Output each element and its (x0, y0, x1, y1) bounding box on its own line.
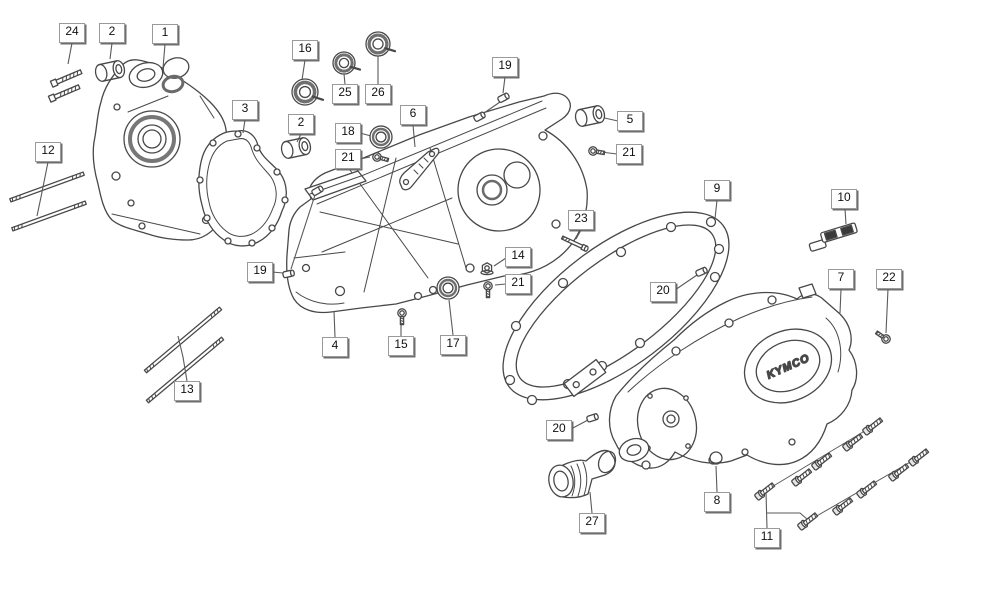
callout-21[interactable]: 21 (335, 149, 361, 169)
small-bolt (588, 146, 606, 156)
cover-screw (832, 497, 854, 516)
part-1-left-crankcase-half (92, 57, 228, 241)
part-10-clip (808, 222, 858, 252)
bushing (574, 105, 606, 127)
callout-16[interactable]: 16 (292, 40, 318, 60)
flange-nut (480, 262, 494, 276)
part-3-crankcase-gasket (196, 130, 289, 247)
bushing (94, 60, 126, 82)
callout-8[interactable]: 8 (704, 492, 730, 512)
cover-screw (791, 468, 813, 487)
callout-9[interactable]: 9 (704, 180, 730, 200)
callout-20[interactable]: 20 (650, 282, 676, 302)
callout-27[interactable]: 27 (579, 513, 605, 533)
cover-screw (754, 482, 776, 501)
cover-screw (842, 433, 864, 452)
callout-5[interactable]: 5 (617, 111, 643, 131)
cover-screw (811, 452, 833, 471)
cover-screw (856, 480, 878, 499)
small-bolt (397, 308, 407, 326)
small-bolt (372, 152, 390, 163)
callout-17[interactable]: 17 (440, 335, 466, 355)
cover-screw (797, 512, 819, 531)
cover-screw (888, 463, 910, 482)
bearing (291, 78, 325, 106)
callout-24[interactable]: 24 (59, 23, 85, 43)
callout-7[interactable]: 7 (828, 269, 854, 289)
callout-2[interactable]: 2 (288, 114, 314, 134)
small-bolt (483, 281, 493, 299)
dowel-pin (282, 269, 295, 279)
callout-21[interactable]: 21 (505, 274, 531, 294)
small-bolt (874, 330, 891, 344)
part-23-stud-bolt (560, 235, 589, 252)
callout-23[interactable]: 23 (568, 210, 594, 230)
callout-19[interactable]: 19 (247, 262, 273, 282)
part-24-bolt-pair (47, 69, 83, 103)
part-12-stud-pair (9, 171, 87, 232)
bearing (332, 51, 362, 75)
dowel-pin (311, 185, 324, 197)
dowel-pin (586, 413, 599, 423)
part-6-guide-bracket (399, 147, 440, 191)
callout-1[interactable]: 1 (152, 24, 178, 44)
cover-screw (862, 417, 884, 436)
callout-22[interactable]: 22 (876, 269, 902, 289)
callout-6[interactable]: 6 (400, 105, 426, 125)
cover-screw (908, 448, 930, 467)
callout-12[interactable]: 12 (35, 142, 61, 162)
callout-21[interactable]: 21 (616, 144, 642, 164)
part-4-center-crankcase-half (286, 92, 588, 314)
part-27-intake-duct (548, 449, 617, 499)
callout-26[interactable]: 26 (365, 84, 391, 104)
bearing (365, 31, 397, 57)
part-9-cover-gasket (502, 211, 730, 406)
callout-19[interactable]: 19 (492, 57, 518, 77)
callout-4[interactable]: 4 (322, 337, 348, 357)
callout-10[interactable]: 10 (831, 189, 857, 209)
callout-14[interactable]: 14 (505, 247, 531, 267)
bushing (280, 137, 312, 159)
hardware-layer (94, 31, 930, 531)
callout-13[interactable]: 13 (174, 381, 200, 401)
callout-15[interactable]: 15 (388, 336, 414, 356)
callout-20[interactable]: 20 (546, 420, 572, 440)
dowel-pin (497, 92, 510, 103)
callout-11[interactable]: 11 (754, 528, 780, 548)
dowel-pin (695, 266, 708, 277)
callout-3[interactable]: 3 (232, 100, 258, 120)
callout-2[interactable]: 2 (99, 23, 125, 43)
oil-seal (369, 125, 393, 149)
dowel-pin (473, 111, 486, 122)
part-8-plug-cap (709, 451, 723, 465)
callout-18[interactable]: 18 (335, 123, 361, 143)
part-7-transmission-cover: KYMCO (608, 283, 858, 470)
callout-25[interactable]: 25 (332, 84, 358, 104)
oil-seal (436, 276, 460, 300)
